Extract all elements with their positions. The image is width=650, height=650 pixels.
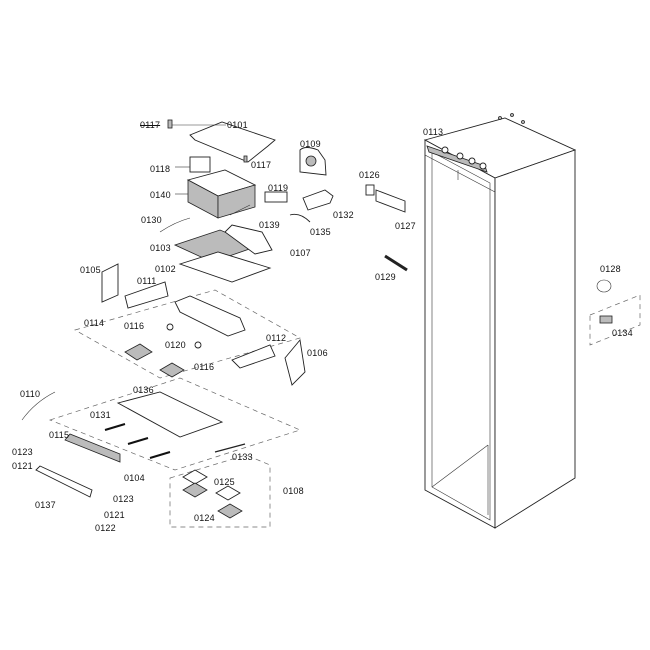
part-label-0133: 0133 [232, 452, 253, 462]
cover-part [189, 121, 276, 163]
part-label-0121: 0121 [12, 461, 33, 471]
part-label-0104: 0104 [124, 473, 145, 483]
part-label-0134: 0134 [612, 328, 633, 338]
part-label-0117: 0117 [140, 120, 161, 130]
part-label-0131: 0131 [90, 410, 111, 420]
part-label-0112: 0112 [266, 333, 287, 343]
part-label-0122: 0122 [95, 523, 116, 533]
part-label-0130: 0130 [141, 215, 162, 225]
part-label-0110: 0110 [20, 389, 41, 399]
part-label-0128: 0128 [600, 264, 621, 274]
part-label-0117: 0117 [251, 160, 272, 170]
cabinet-part [423, 113, 577, 529]
part-label-0116: 0116 [194, 362, 215, 372]
part-label-0109: 0109 [300, 139, 321, 149]
part-label-0115: 0115 [49, 430, 70, 440]
part-label-0140: 0140 [150, 190, 171, 200]
part-label-0116: 0116 [124, 321, 145, 331]
part-label-0114: 0114 [84, 318, 105, 328]
part-label-0105: 0105 [80, 265, 101, 275]
part-label-0139: 0139 [259, 220, 280, 230]
part-label-0120: 0120 [165, 340, 186, 350]
evaporator-part [175, 169, 257, 219]
part-label-0106: 0106 [307, 348, 328, 358]
part-label-0118: 0118 [150, 164, 171, 174]
part-label-0101: 0101 [227, 120, 248, 130]
part-label-0126: 0126 [359, 170, 380, 180]
part-label-0113: 0113 [423, 127, 444, 137]
part-label-0132: 0132 [333, 210, 354, 220]
part-label-0111: 0111 [137, 276, 157, 286]
part-label-0125: 0125 [214, 477, 235, 487]
part-label-0119: 0119 [268, 183, 289, 193]
part-label-0107: 0107 [290, 248, 311, 258]
part-label-0135: 0135 [310, 227, 331, 237]
part-label-0123: 0123 [113, 494, 134, 504]
part-label-0121: 0121 [104, 510, 125, 520]
part-label-0123: 0123 [12, 447, 33, 457]
part-label-0129: 0129 [375, 272, 396, 282]
part-label-0102: 0102 [155, 264, 176, 274]
part-label-0127: 0127 [395, 221, 416, 231]
part-label-0103: 0103 [150, 243, 171, 253]
part-label-0137: 0137 [35, 500, 56, 510]
part-label-0124: 0124 [194, 513, 215, 523]
part-label-0136: 0136 [133, 385, 154, 395]
part-label-0108: 0108 [283, 486, 304, 496]
